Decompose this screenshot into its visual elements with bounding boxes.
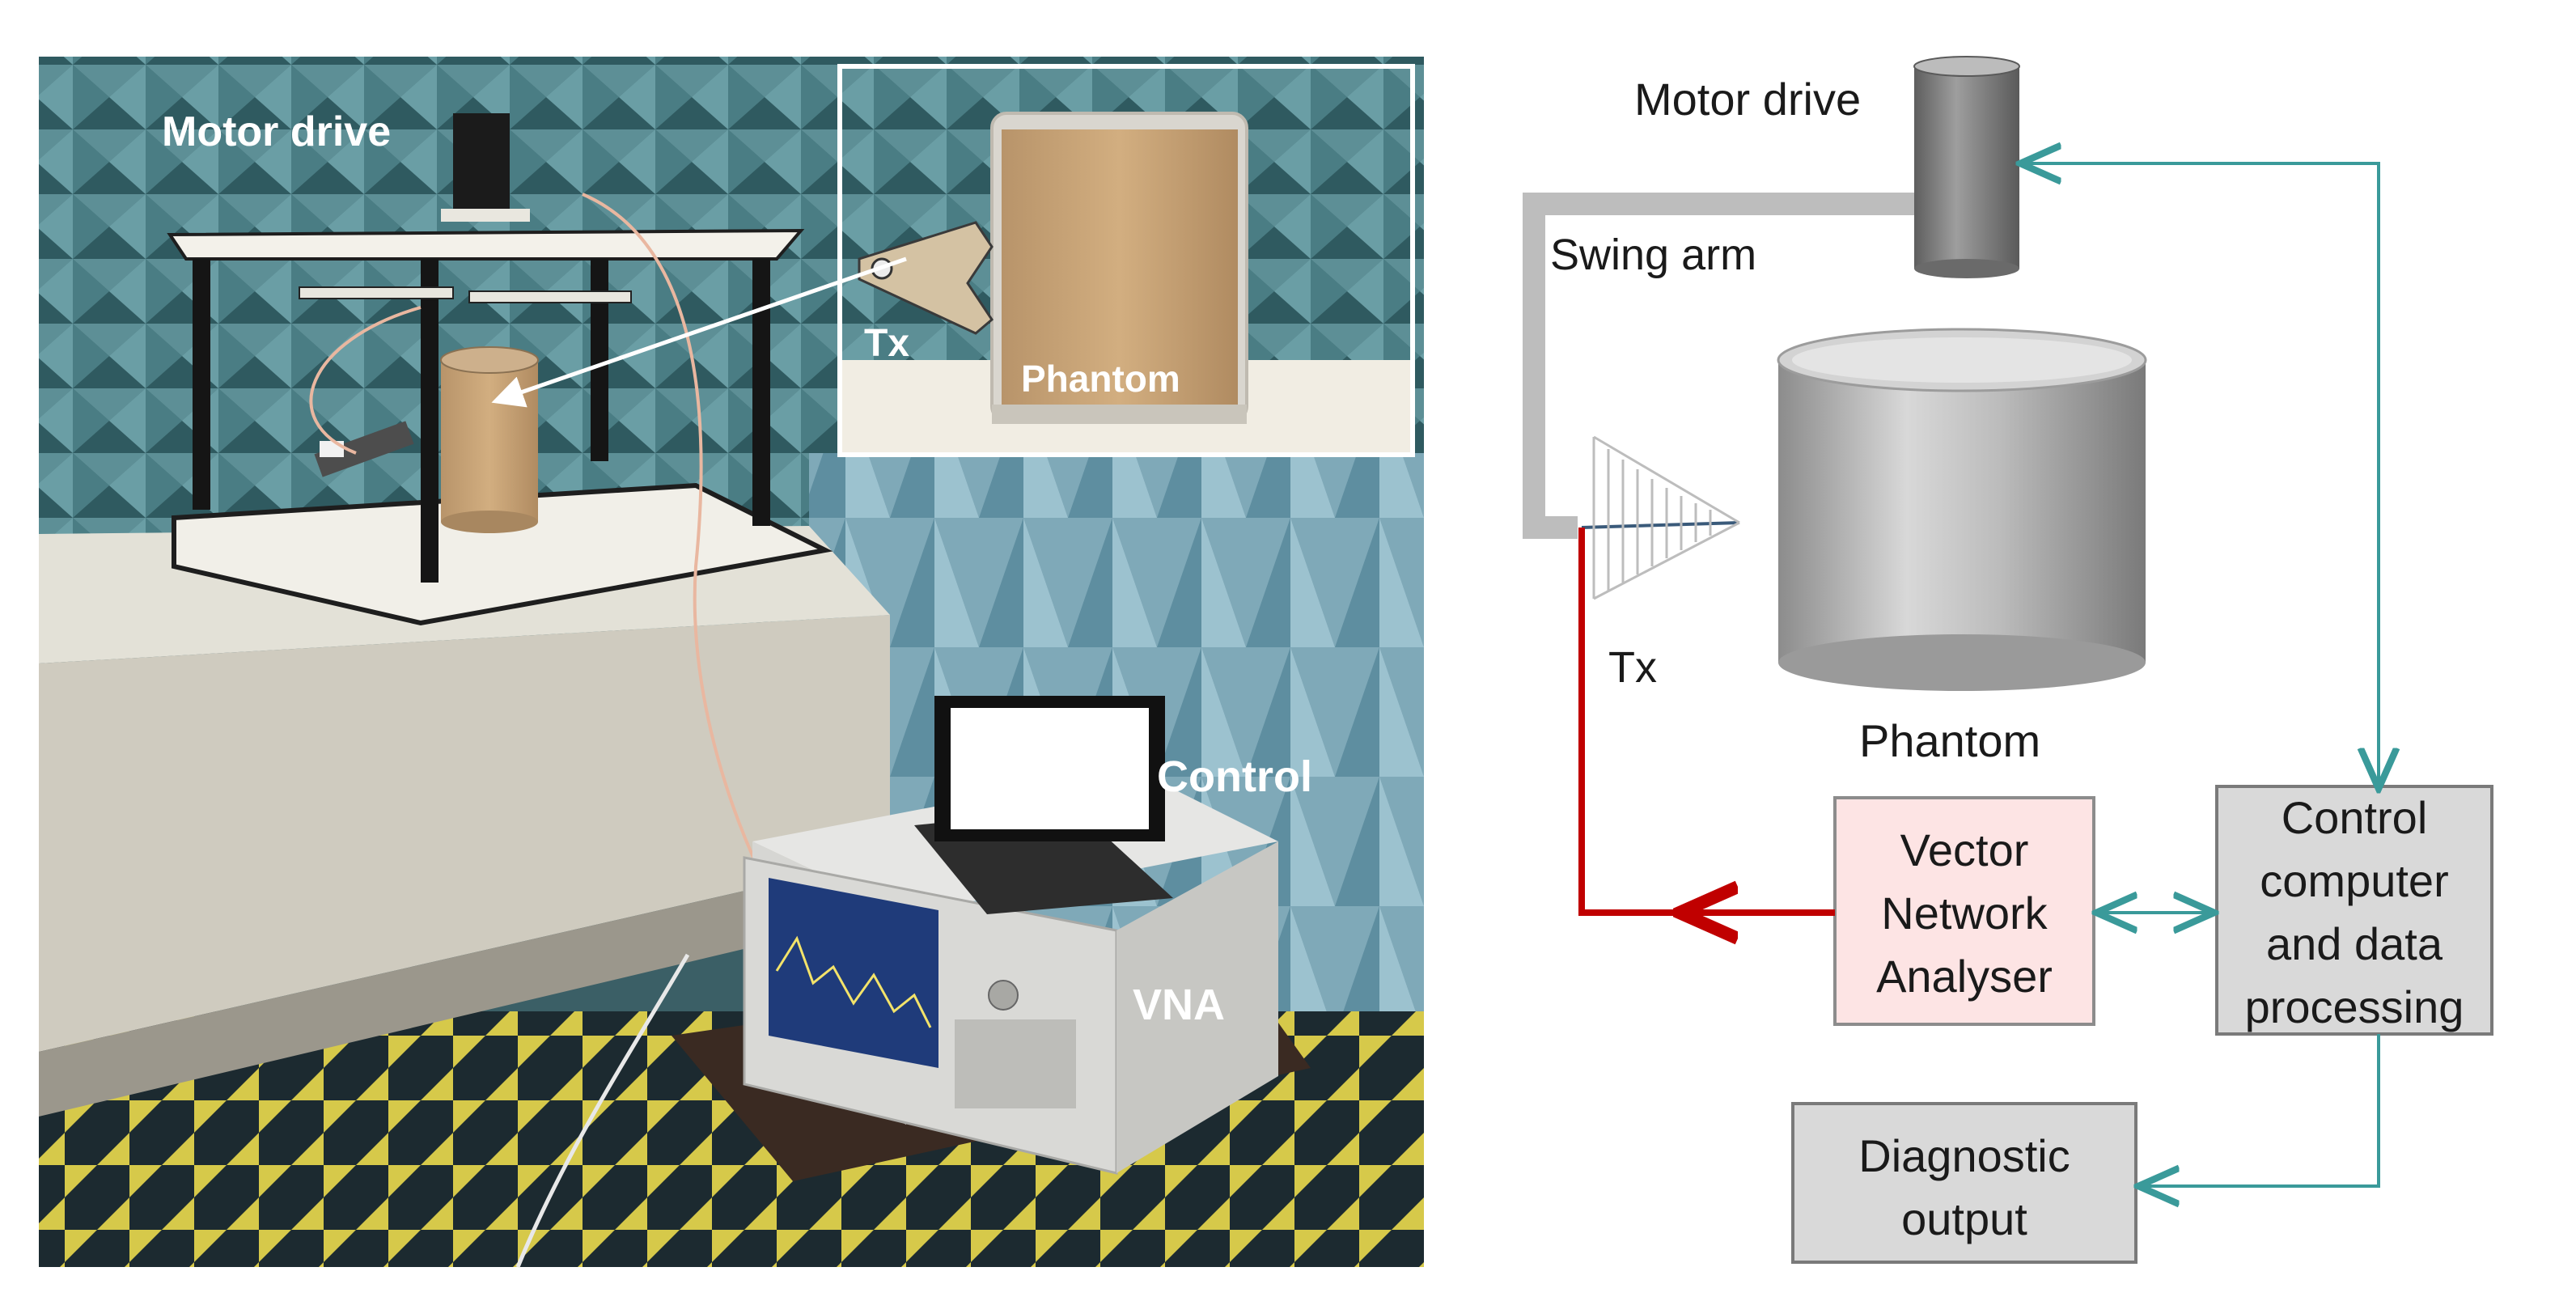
usb-cable — [515, 953, 690, 1268]
rig-leg — [193, 259, 210, 510]
motor-unit — [453, 113, 510, 218]
tx-antenna-icon — [1581, 435, 1740, 600]
motor-mount — [441, 209, 530, 222]
inset-label-phantom: Phantom — [1021, 358, 1180, 400]
diagram-label-tx: Tx — [1608, 643, 1657, 692]
motor-drive-cylinder — [1913, 56, 2020, 278]
label-control: Control — [1157, 752, 1312, 801]
system-block-diagram: Motor drive Swing arm Phantom Tx — [1523, 56, 2493, 1264]
phantom-inset: Tx Phantom — [837, 64, 1415, 457]
positioning-rig — [167, 113, 833, 626]
inset-phantom-base — [992, 405, 1247, 424]
rig-leg — [591, 259, 608, 461]
vna-box-line-3: Analyser — [1876, 951, 2053, 1002]
rig-top-plate — [167, 228, 805, 261]
measurement-photo: Motor drive Control VNA Tx Phantom — [39, 57, 1424, 1268]
vna-keypad — [955, 1019, 1076, 1108]
inset-label-tx: Tx — [864, 322, 909, 365]
vna-side — [1116, 841, 1278, 1173]
vna-box-line-1: Vector — [1900, 824, 2029, 875]
inset-phantom-liquid — [1002, 129, 1238, 413]
link-control-to-motor — [2023, 163, 2379, 786]
vna-box-line-2: Network — [1881, 888, 2048, 939]
diagram-label-motor-drive: Motor drive — [1634, 74, 1861, 125]
swing-arm — [1523, 193, 1916, 539]
phantom-photo — [440, 346, 539, 533]
inset-callout-arrow — [491, 256, 907, 408]
control-box-line-1: Control — [2282, 792, 2428, 843]
control-box-line-4: processing — [2245, 981, 2464, 1032]
vna-trace — [775, 935, 932, 1028]
rf-cable — [582, 193, 770, 891]
rig-leg — [421, 259, 439, 583]
vna-box: Vector Network Analyser — [1833, 796, 2095, 1026]
control-computer-box: Control computer and data processing — [2215, 785, 2493, 1036]
output-box-line-2: output — [1901, 1193, 2027, 1244]
output-box-line-1: Diagnostic — [1858, 1130, 2070, 1181]
vna-screen — [769, 878, 938, 1068]
diagram-label-phantom: Phantom — [1859, 715, 2040, 766]
concrete-pedestal-front — [39, 615, 890, 1052]
laptop-screen — [951, 708, 1149, 829]
diagram-label-swing-arm: Swing arm — [1550, 231, 1756, 279]
rig-leg — [752, 259, 770, 526]
rf-cable — [309, 306, 422, 455]
rig-base-plate — [172, 482, 833, 626]
label-motor-drive: Motor drive — [162, 108, 391, 155]
rig-arm — [299, 286, 454, 299]
label-vna: VNA — [1133, 981, 1225, 1029]
control-box-line-3: and data — [2266, 918, 2443, 969]
inset-tx-antenna — [858, 221, 994, 335]
control-box-line-2: computer — [2260, 855, 2448, 906]
rig-arm — [468, 290, 632, 303]
diagnostic-output-box: Diagnostic output — [1791, 1102, 2137, 1264]
concrete-pedestal-underside — [39, 858, 890, 1117]
vna-knob — [988, 980, 1019, 1011]
control-laptop — [914, 696, 1173, 914]
link-control-to-output — [2141, 1034, 2380, 1186]
phantom-cylinder — [1777, 328, 2147, 691]
